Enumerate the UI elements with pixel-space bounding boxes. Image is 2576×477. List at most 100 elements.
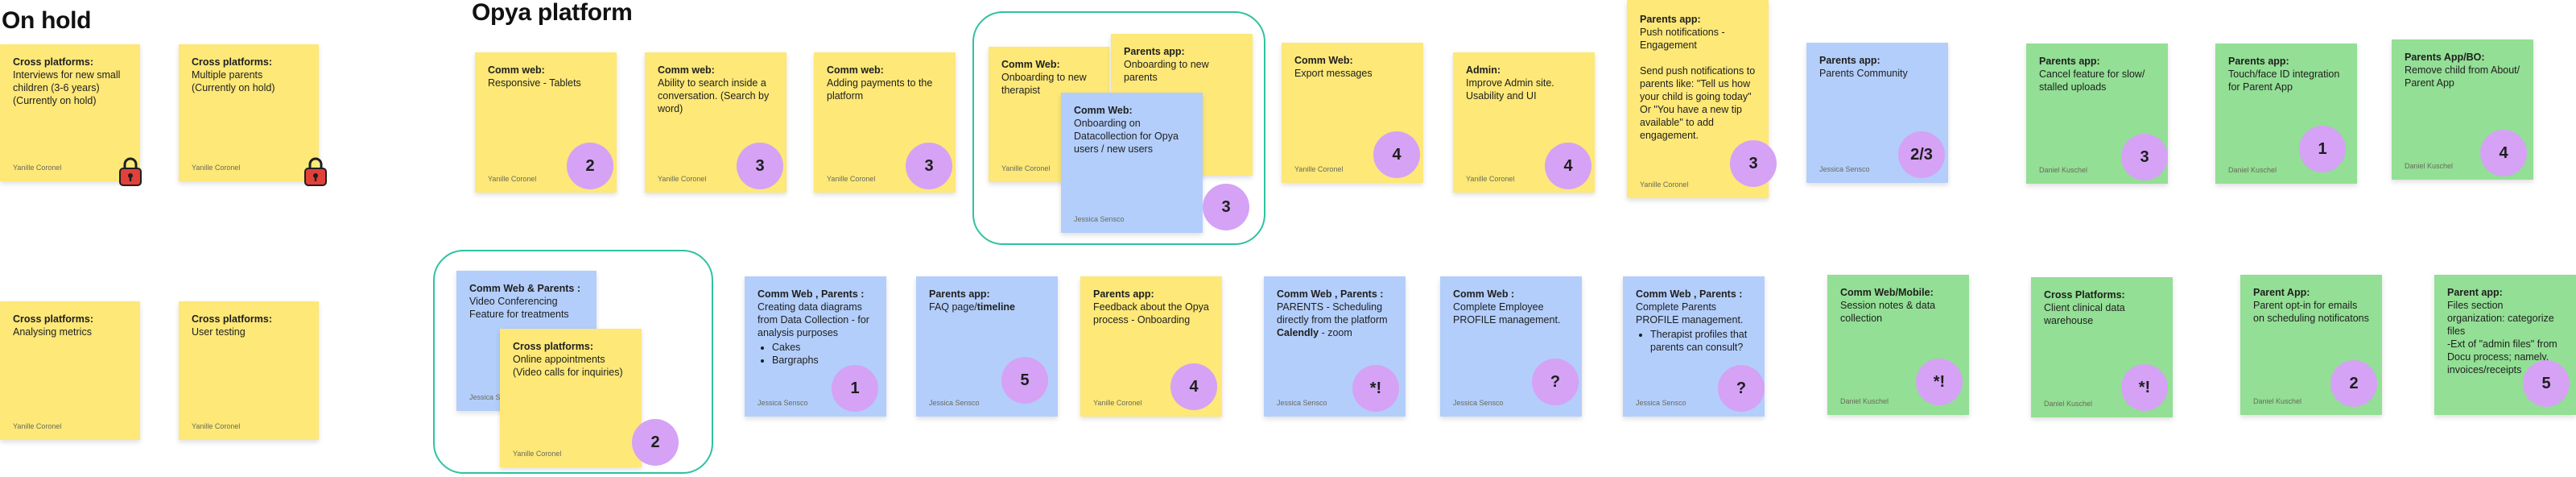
estimate-badge[interactable]: *! bbox=[2121, 364, 2168, 411]
sticky-note[interactable]: Comm Web:Export messages Yanille Coronel… bbox=[1282, 43, 1423, 183]
note-text: FAQ page/ bbox=[929, 301, 977, 313]
note-author: Jessica Sensco bbox=[1277, 399, 1327, 407]
lock-icon bbox=[304, 157, 327, 186]
estimate-badge[interactable]: 1 bbox=[2299, 126, 2346, 172]
note-author: Yanille Coronel bbox=[827, 175, 876, 183]
sticky-note[interactable]: Parents app:Touch/face ID integration fo… bbox=[2215, 44, 2357, 184]
estimate-badge[interactable]: 2 bbox=[567, 143, 613, 189]
note-author: Jessica Sensco bbox=[1074, 215, 1125, 223]
note-author: Jessica Sensco bbox=[469, 393, 520, 401]
sticky-note[interactable]: Parents app:FAQ page/timeline Jessica Se… bbox=[916, 276, 1058, 417]
note-text: User testing bbox=[192, 326, 246, 338]
note-author: Daniel Kuschel bbox=[1840, 397, 1889, 405]
note-text: Cancel feature for slow/ stalled uploads bbox=[2039, 68, 2145, 93]
list-item: Bargraphs bbox=[772, 354, 873, 367]
estimate-badge[interactable]: 2/3 bbox=[1898, 131, 1945, 178]
list-item: Cakes bbox=[772, 341, 873, 354]
estimate-badge[interactable]: 5 bbox=[1001, 357, 1048, 404]
bullet-list: Therapist profiles that parents can cons… bbox=[1636, 328, 1752, 354]
note-text: Push notifications - Engagement Send pus… bbox=[1640, 27, 1756, 141]
sticky-note[interactable]: Cross platforms:Analysing metrics Yanill… bbox=[0, 301, 140, 440]
sticky-note[interactable]: Comm Web :Complete Employee PROFILE mana… bbox=[1440, 276, 1582, 417]
note-title: Cross platforms: bbox=[513, 341, 594, 352]
sticky-note[interactable]: Cross platforms:Multiple parents (Curren… bbox=[179, 44, 319, 181]
sticky-note[interactable]: Parents app:Feedback about the Opya proc… bbox=[1080, 276, 1222, 417]
sticky-note[interactable]: Comm Web:Onboarding on Datacollection fo… bbox=[1061, 93, 1249, 233]
sticky-note[interactable]: Parent App: Parent opt-in for emails on s… bbox=[2240, 275, 2382, 415]
note-text: Improve Admin site. Usability and UI bbox=[1466, 77, 1554, 102]
note-text: Online appointments (Video calls for inq… bbox=[513, 354, 623, 378]
estimate-badge[interactable]: 2 bbox=[632, 419, 679, 466]
group-frame-onboarding[interactable] bbox=[972, 11, 1265, 245]
sticky-note[interactable]: Parents App/BO:Remove child from About/ … bbox=[2392, 39, 2533, 180]
note-title: Comm web: bbox=[658, 64, 715, 76]
note-title: Comm Web & Parents : bbox=[469, 283, 580, 294]
sticky-note[interactable]: Parents app:Parents Community Jessica Se… bbox=[1806, 43, 1948, 183]
estimate-badge[interactable]: ? bbox=[1718, 365, 1765, 412]
estimate-badge[interactable]: 5 bbox=[2523, 360, 2570, 407]
estimate-badge[interactable]: 4 bbox=[1373, 131, 1420, 178]
note-text: Multiple parents (Currently on hold) bbox=[192, 69, 275, 93]
note-title: Parents App/BO: bbox=[2405, 52, 2485, 63]
note-text: Complete Parents PROFILE management. bbox=[1636, 301, 1744, 326]
sticky-note[interactable]: Parent app:Files section organization: c… bbox=[2434, 275, 2576, 415]
note-title: Cross platforms: bbox=[192, 313, 273, 325]
estimate-badge[interactable]: 3 bbox=[2121, 134, 2168, 180]
note-text: Touch/face ID integration for Parent App bbox=[2228, 68, 2340, 93]
note-text: Feedback about the Opya process - Onboar… bbox=[1093, 301, 1209, 326]
estimate-badge[interactable]: 1 bbox=[832, 365, 878, 412]
note-text: Client clinical data warehouse bbox=[2044, 302, 2125, 326]
sticky-note[interactable]: Comm web:Adding payments to the platform… bbox=[814, 52, 956, 193]
sticky-note[interactable]: Comm Web/Mobile:Session notes & data col… bbox=[1827, 275, 1969, 415]
note-text: Parent opt-in for emails on scheduling n… bbox=[2253, 300, 2369, 324]
note-author: Jessica Sensco bbox=[1636, 399, 1686, 407]
sticky-note[interactable]: Comm web:Ability to search inside a conv… bbox=[645, 52, 786, 193]
note-text-bold: Calendly bbox=[1277, 327, 1319, 338]
estimate-badge[interactable]: ? bbox=[1532, 359, 1579, 405]
sticky-note[interactable]: Comm Web , Parents :Complete Parents PRO… bbox=[1623, 276, 1765, 417]
sticky-note[interactable]: Comm Web , Parents :Creating data diagra… bbox=[745, 276, 886, 417]
note-author: Yanille Coronel bbox=[1294, 165, 1344, 173]
sticky-note[interactable]: Admin:Improve Admin site. Usability and … bbox=[1453, 52, 1595, 193]
estimate-badge[interactable]: 2 bbox=[2330, 360, 2377, 407]
note-title: Parents app: bbox=[2039, 56, 2100, 67]
note-author: Jessica Sensco bbox=[1453, 399, 1504, 407]
estimate-badge[interactable]: 3 bbox=[1730, 140, 1777, 187]
sticky-note[interactable]: Comm Web , Parents :PARENTS - Scheduling… bbox=[1264, 276, 1406, 417]
note-text: Onboarding to new parents bbox=[1124, 59, 1209, 83]
sticky-note[interactable]: Parents app:Cancel feature for slow/ sta… bbox=[2026, 44, 2168, 184]
sticky-note[interactable]: Cross Platforms:Client clinical data war… bbox=[2031, 277, 2173, 417]
note-title: Parent app: bbox=[2447, 287, 2503, 298]
note-title: Parents app: bbox=[1124, 46, 1185, 57]
sticky-note[interactable]: Cross platforms: Online appointments (Vid… bbox=[500, 329, 679, 467]
note-text: Creating data diagrams from Data Collect… bbox=[758, 301, 869, 338]
estimate-badge[interactable]: 4 bbox=[1170, 363, 1217, 410]
note-author: Yanille Coronel bbox=[13, 422, 62, 430]
sticky-note[interactable]: Parents app: Push notifications - Engagem… bbox=[1627, 0, 1777, 198]
note-text: Adding payments to the platform bbox=[827, 77, 933, 102]
note-title: Parent App: bbox=[2253, 287, 2310, 298]
note-text: Export messages bbox=[1294, 68, 1373, 79]
estimate-badge[interactable]: 4 bbox=[1545, 143, 1591, 189]
sticky-note[interactable]: Comm web:Responsive - Tablets Yanille Co… bbox=[475, 52, 617, 193]
estimate-badge[interactable]: 3 bbox=[906, 143, 952, 189]
estimate-badge[interactable]: 3 bbox=[737, 143, 783, 189]
note-text: Video Conferencing Feature for treatment… bbox=[469, 296, 569, 320]
estimate-badge[interactable]: *! bbox=[1916, 359, 1963, 405]
note-title: Parents app: bbox=[929, 288, 990, 300]
note-text: Complete Employee PROFILE management. bbox=[1453, 301, 1561, 326]
note-title: Cross platforms: bbox=[13, 313, 94, 325]
estimate-badge[interactable]: 3 bbox=[1203, 184, 1249, 230]
sticky-note[interactable]: Cross platforms:Interviews for new small… bbox=[0, 44, 140, 181]
note-text-bold: timeline bbox=[976, 301, 1016, 313]
note-title: Comm Web: bbox=[1074, 105, 1133, 116]
note-text: Analysing metrics bbox=[13, 326, 92, 338]
note-author: Jessica Sensco bbox=[1819, 165, 1870, 173]
estimate-badge[interactable]: 4 bbox=[2480, 130, 2527, 176]
note-title: Comm Web/Mobile: bbox=[1840, 287, 1934, 298]
note-title: Parents app: bbox=[1640, 14, 1701, 25]
sticky-note[interactable]: Cross platforms:User testing Yanille Cor… bbox=[179, 301, 319, 440]
note-text: Parents Community bbox=[1819, 68, 1908, 79]
group-frame-video[interactable] bbox=[433, 250, 713, 474]
estimate-badge[interactable]: *! bbox=[1352, 365, 1399, 412]
